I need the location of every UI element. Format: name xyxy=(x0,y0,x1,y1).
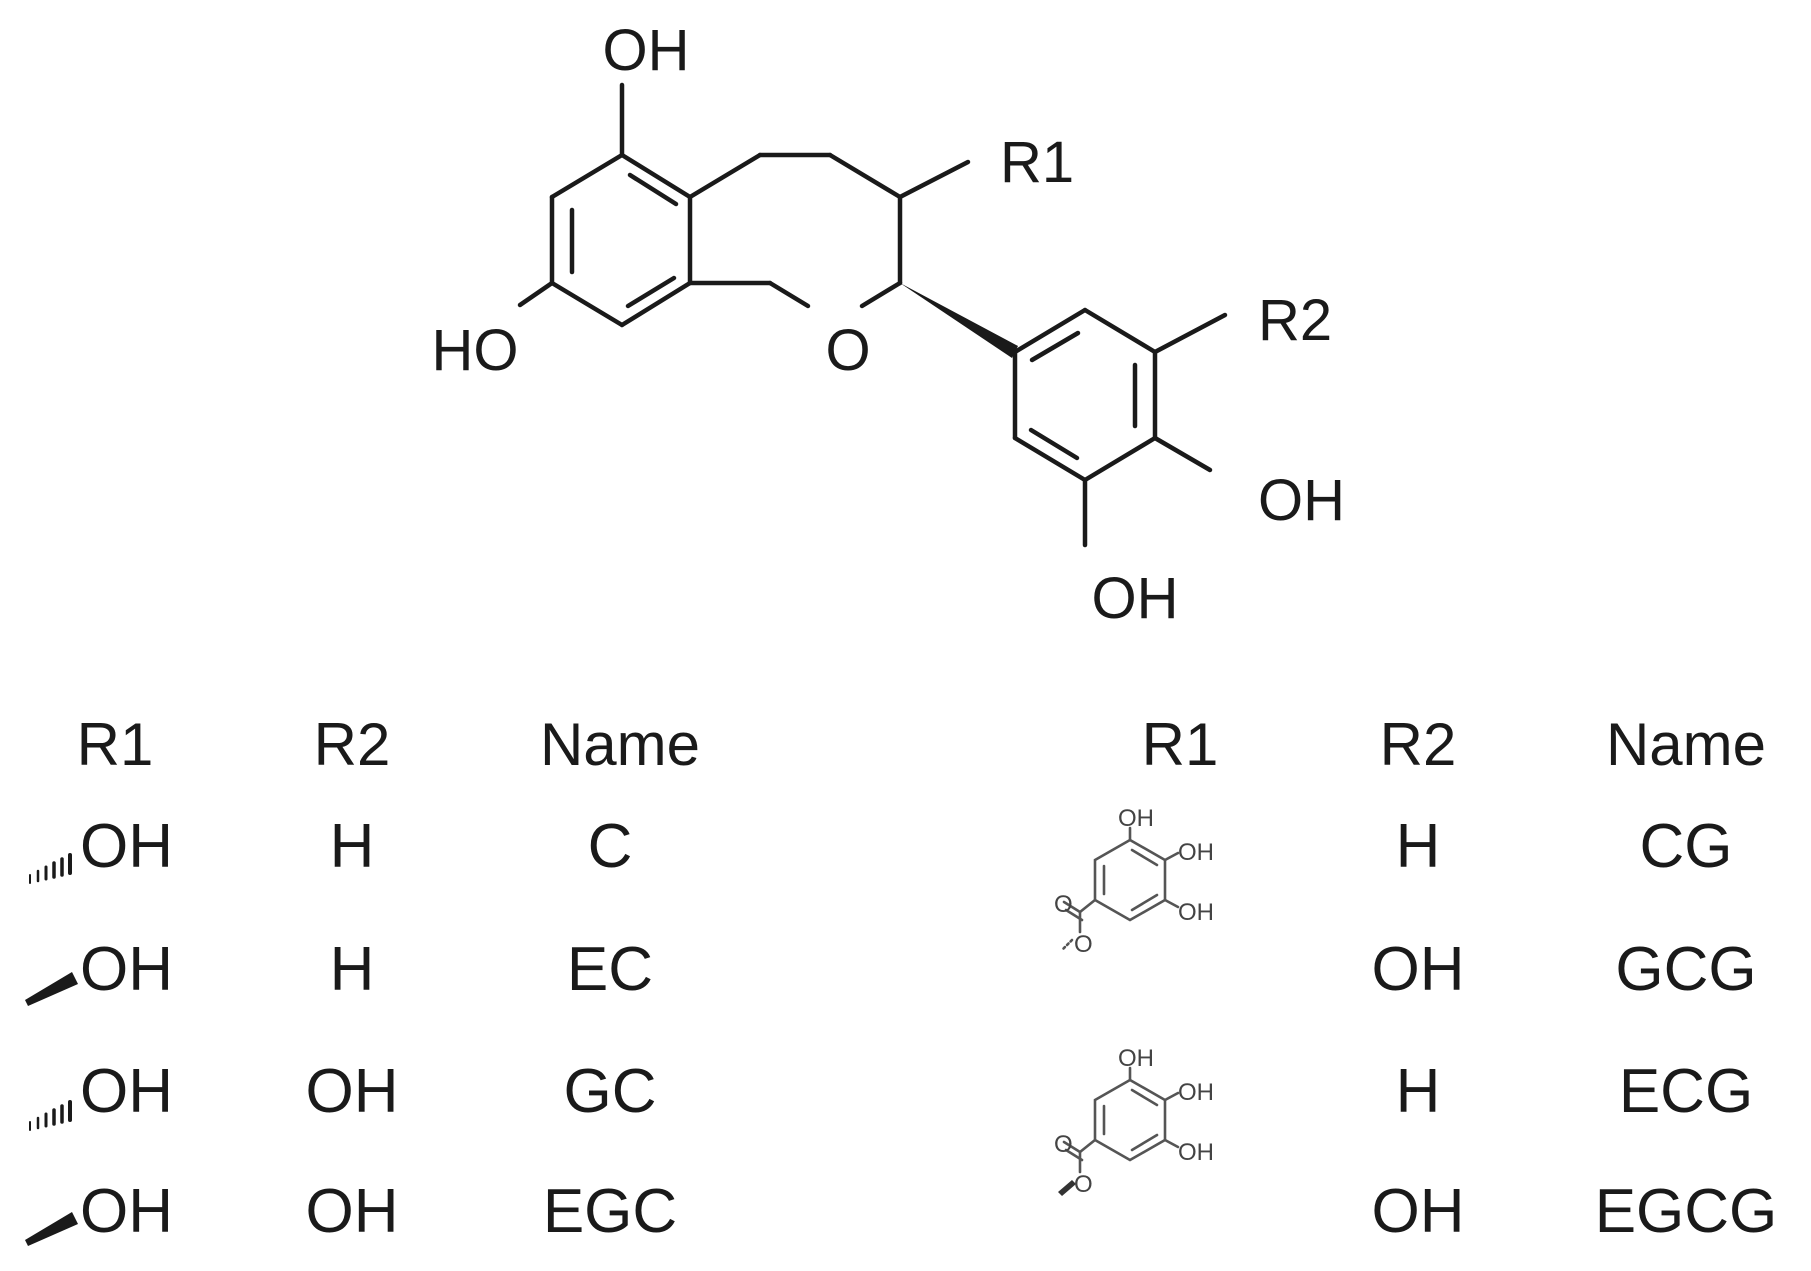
bond-a4 xyxy=(549,280,625,328)
right-row4-r2: OH xyxy=(1372,1177,1465,1246)
dbond-b3 xyxy=(1028,427,1080,461)
bond-b-oh4 xyxy=(1152,435,1213,473)
label-r1: R1 xyxy=(1000,130,1074,195)
left-table: R1 R2 Name OH H C OH H EC OH OH xyxy=(25,711,700,1246)
left-row3-name: GC xyxy=(564,1057,657,1126)
galloyl-ester-o: O xyxy=(1074,1171,1093,1198)
right-row1-name: CG xyxy=(1640,812,1733,881)
galloyl-oh2: OH xyxy=(1178,839,1214,866)
wedge-bond-icon xyxy=(25,1212,78,1246)
label-oh-bottom: OH xyxy=(1092,566,1179,631)
right-header-name: Name xyxy=(1606,711,1766,778)
galloyl-oh2: OH xyxy=(1178,1079,1214,1106)
galloyl-ester-o: O xyxy=(1074,931,1093,958)
right-header-r1: R1 xyxy=(1142,711,1219,778)
galloyl-oh1: OH xyxy=(1118,1045,1154,1072)
bond-c5 xyxy=(859,280,903,309)
right-row2-name: GCG xyxy=(1615,935,1756,1004)
hashed-bond-icon xyxy=(29,853,72,884)
bond-c3 xyxy=(827,152,903,200)
bond-c3-r1 xyxy=(897,159,971,200)
right-table: R1 R2 Name OH OH OH O O xyxy=(1054,711,1777,1246)
label-ho-left: HO xyxy=(432,318,519,383)
right-row4-name: EGCG xyxy=(1595,1177,1778,1246)
right-row1-r2: H xyxy=(1396,812,1441,881)
bond-b5 xyxy=(1012,435,1088,483)
left-row4-r2: OH xyxy=(306,1177,399,1246)
galloyl-oh3: OH xyxy=(1178,899,1214,926)
left-row1-name: C xyxy=(588,812,633,881)
dbond-a3 xyxy=(625,275,677,309)
left-row2-r2: H xyxy=(330,935,375,1004)
left-header-name: Name xyxy=(540,711,700,778)
left-row4-r1: OH xyxy=(80,1177,173,1246)
galloyl-group-wedge: OH OH OH O O xyxy=(1054,1045,1214,1198)
left-row1-r1: OH xyxy=(80,812,173,881)
label-r2: R2 xyxy=(1258,288,1332,353)
galloyl-carbonyl-o: O xyxy=(1054,1131,1073,1158)
left-row1-r2: H xyxy=(330,812,375,881)
left-row4-name: EGC xyxy=(543,1177,677,1246)
left-row2-r1: OH xyxy=(80,935,173,1004)
bond-b2 xyxy=(1082,307,1158,355)
bond-c6 xyxy=(767,280,811,309)
label-oh-right: OH xyxy=(1258,468,1345,533)
bond-a1 xyxy=(619,152,693,200)
label-oh-top: OH xyxy=(603,18,690,83)
right-row3-r2: H xyxy=(1396,1057,1441,1126)
galloyl-group-hashed: OH OH OH O O xyxy=(1054,805,1214,958)
label-ring-o: O xyxy=(825,318,870,383)
dbond-a1 xyxy=(627,172,679,207)
galloyl-oh3: OH xyxy=(1178,1139,1214,1166)
catechin-core-structure: OH R1 R2 HO O OH OH xyxy=(432,18,1346,631)
left-row3-r2: OH xyxy=(306,1057,399,1126)
hashed-bond-icon xyxy=(29,1100,72,1131)
left-row3-r1: OH xyxy=(80,1057,173,1126)
left-header-r2: R2 xyxy=(314,711,391,778)
right-row3-name: ECG xyxy=(1619,1057,1753,1126)
left-header-r1: R1 xyxy=(77,711,154,778)
bond-b1 xyxy=(1012,307,1088,355)
right-header-r2: R2 xyxy=(1380,711,1457,778)
wedge-c2-b xyxy=(900,283,1018,358)
right-row2-r2: OH xyxy=(1372,935,1465,1004)
galloyl-oh1: OH xyxy=(1118,805,1154,832)
bond-c1 xyxy=(687,152,763,200)
bond-a6 xyxy=(549,152,625,200)
left-row2-name: EC xyxy=(567,935,653,1004)
bond-c7-oh xyxy=(517,280,555,308)
bond-b4 xyxy=(1082,435,1158,483)
dbond-b1 xyxy=(1029,330,1081,363)
wedge-bond-icon xyxy=(25,972,78,1006)
bond-a3 xyxy=(619,280,693,328)
bond-b-r2 xyxy=(1152,312,1228,355)
galloyl-carbonyl-o: O xyxy=(1054,891,1073,918)
